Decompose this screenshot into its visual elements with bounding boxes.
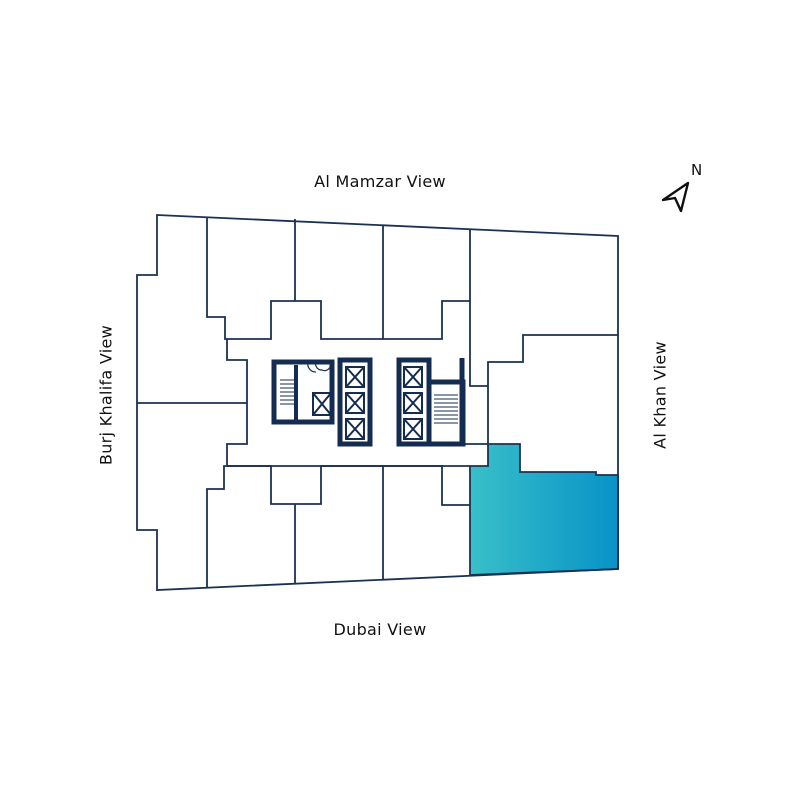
- unit-wall: [465, 386, 489, 445]
- view-label-bottom: Dubai View: [333, 620, 427, 639]
- unit-wall: [226, 339, 248, 466]
- compass-north-label: N: [691, 161, 703, 179]
- unit-wall: [206, 218, 470, 340]
- elevator-icons: [312, 366, 423, 440]
- selected-unit[interactable]: [469, 443, 619, 576]
- building-core: [271, 357, 466, 447]
- view-label-right: Al Khan View: [650, 341, 670, 449]
- north-arrow-icon: [661, 181, 690, 213]
- view-label-top: Al Mamzar View: [314, 172, 446, 191]
- unit-wall: [206, 465, 470, 588]
- unit-wall: [469, 230, 618, 387]
- view-label-left: Burj Khalifa View: [96, 324, 116, 466]
- building-outline: [136, 214, 619, 591]
